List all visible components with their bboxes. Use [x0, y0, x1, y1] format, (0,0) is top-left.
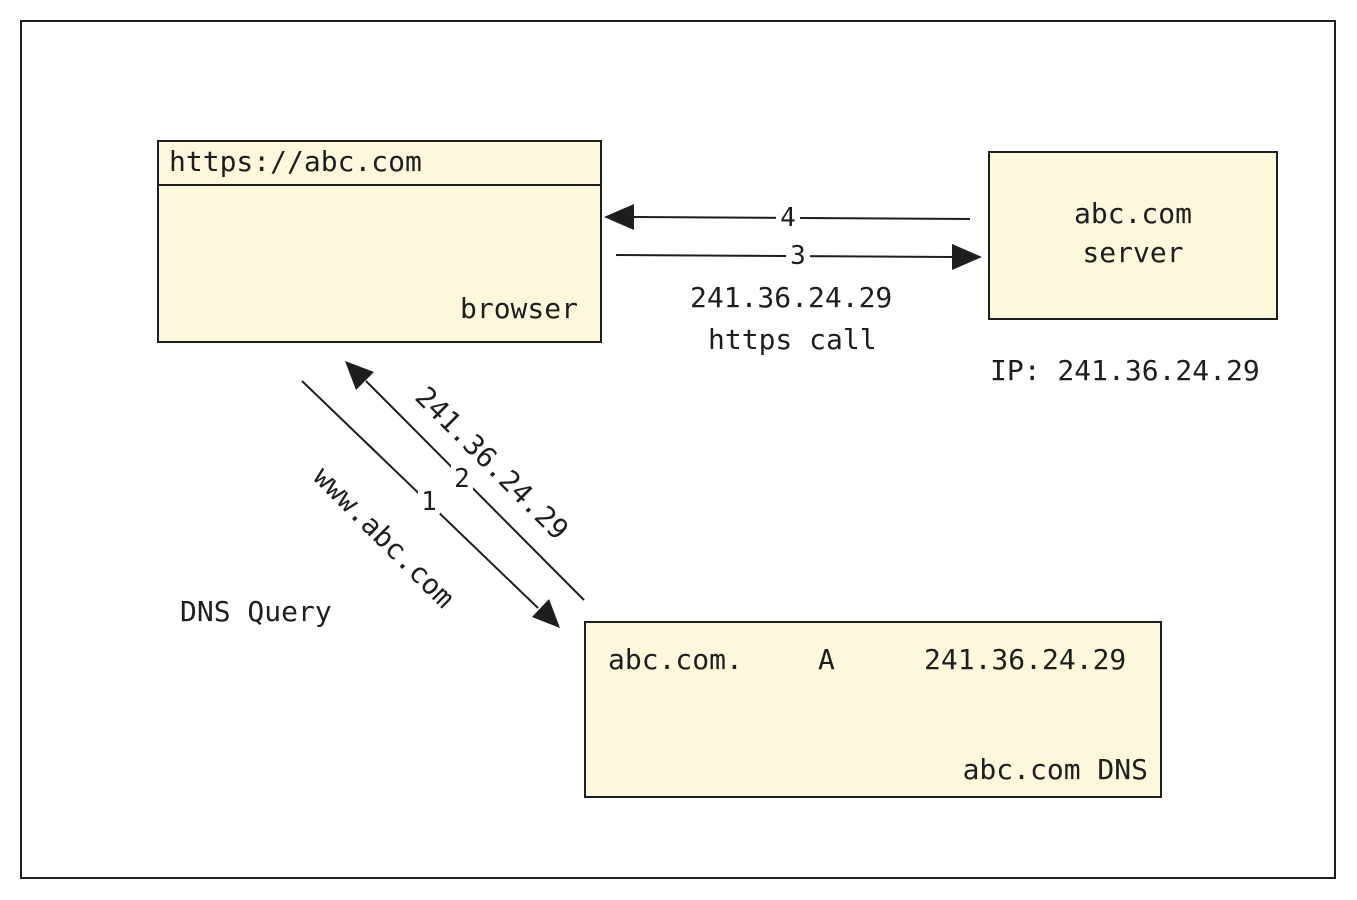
arrow-step-2: 2 [345, 361, 585, 601]
https-call-label: https call [708, 323, 877, 356]
step-2-label: 2 [454, 464, 470, 494]
arrowhead-icon [952, 244, 982, 270]
arrowhead-icon [532, 599, 560, 628]
step-1-label: 1 [421, 487, 437, 517]
step-3-label: 3 [790, 241, 806, 271]
dns-record-value: 241.36.24.29 [924, 643, 1127, 676]
server-ip-label: IP: 241.36.24.29 [990, 354, 1260, 387]
arrow-step-1: 1 [301, 380, 560, 628]
server-node: abc.com server [988, 151, 1278, 320]
server-domain-label: abc.com [1073, 197, 1192, 230]
dns-query-label: DNS Query [180, 595, 332, 628]
browser-window: https://abc.com browser [157, 140, 602, 343]
arrowhead-icon [345, 361, 374, 390]
server-label: server [1082, 236, 1184, 269]
diagram-frame [20, 20, 1336, 879]
dns-record-type: A [818, 643, 835, 676]
arrowhead-icon [604, 204, 634, 230]
https-call-ip-label: 241.36.24.29 [690, 281, 893, 314]
browser-url-bar: https://abc.com [159, 142, 600, 186]
browser-label: browser [459, 292, 578, 325]
dns-record-name: abc.com. [608, 643, 743, 676]
arrow-step-4: 4 [604, 203, 971, 233]
arrow-step-3: 3 [615, 241, 982, 271]
dns-server-label: abc.com DNS [962, 753, 1148, 786]
dns-server-node: abc.com. A 241.36.24.29 abc.com DNS [584, 621, 1162, 798]
step-4-label: 4 [780, 203, 796, 233]
